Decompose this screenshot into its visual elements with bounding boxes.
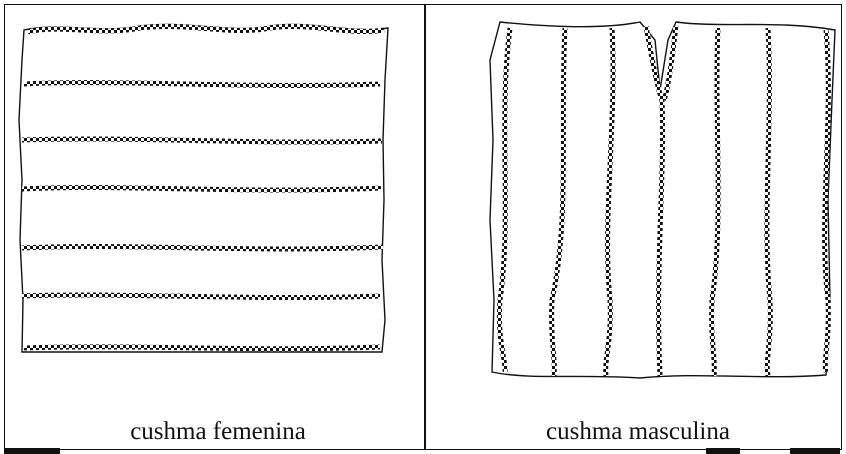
masculina-stripe-left <box>499 28 510 372</box>
femenina-stripe <box>22 295 380 298</box>
bottom-edge-mark <box>790 448 840 454</box>
caption-cushma-masculina: cushma masculina <box>488 418 788 446</box>
masculina-stripe-neck-left <box>646 26 663 376</box>
cushma-femenina-drawing <box>19 24 388 352</box>
femenina-stripe <box>22 139 382 142</box>
masculina-stripe <box>606 28 613 376</box>
femenina-stripe <box>22 188 381 190</box>
bottom-edge-mark <box>4 448 60 454</box>
femenina-stripe <box>22 247 383 249</box>
bottom-edge-mark <box>706 448 740 454</box>
masculina-stripe <box>552 28 565 376</box>
cushma-femenina-stripes <box>22 26 384 348</box>
caption-cushma-femenina: cushma femenina <box>68 418 368 446</box>
cushma-masculina-stripes <box>499 26 828 376</box>
masculina-stripe <box>767 28 770 376</box>
masculina-stripe <box>712 28 719 376</box>
cushma-masculina-drawing <box>490 22 835 378</box>
femenina-stripe-top <box>28 26 384 32</box>
femenina-stripe-bottom <box>24 347 380 349</box>
femenina-stripe <box>24 83 380 86</box>
